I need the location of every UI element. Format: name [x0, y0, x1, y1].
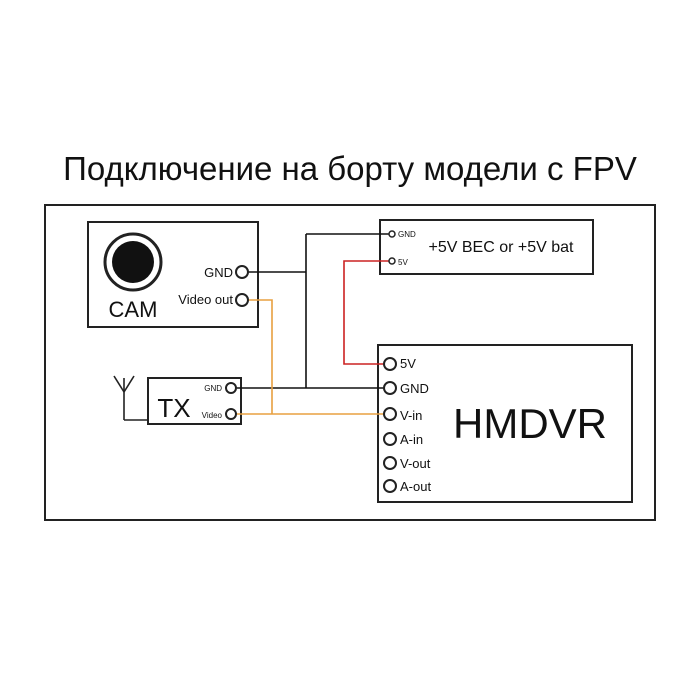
- camera-gnd-terminal: [235, 265, 249, 279]
- terminals: [225, 230, 397, 493]
- recorder-pin-label: A-in: [400, 432, 423, 447]
- recorder-pin-label: V-out: [400, 456, 431, 471]
- recorder-v-out-terminal: [383, 456, 397, 470]
- power-wires: [343, 260, 389, 365]
- power-5v-terminal: [388, 257, 396, 265]
- ground-wires: [237, 233, 389, 389]
- camera-video-out-label: Video out: [178, 292, 233, 307]
- power-gnd-terminal: [388, 230, 396, 238]
- power-label: +5V BEC or +5V bat: [429, 239, 575, 256]
- antenna-icon: [113, 375, 148, 421]
- transmitter-module: TX GND Video: [113, 375, 242, 425]
- transmitter-label: TX: [157, 393, 190, 423]
- camera-gnd-label: GND: [204, 265, 233, 280]
- board-frame: [44, 204, 656, 521]
- camera-module: CAM GND Video out: [87, 221, 259, 328]
- transmitter-gnd-label: GND: [204, 384, 222, 393]
- video-wire: [248, 299, 273, 414]
- transmitter-video-terminal: [225, 408, 237, 420]
- power-wire: [343, 260, 389, 365]
- recorder-label: HMDVR: [453, 400, 607, 447]
- recorder-gnd-terminal: [383, 381, 397, 395]
- recorder-a-in-terminal: [383, 432, 397, 446]
- transmitter-video-label: Video: [202, 411, 223, 420]
- recorder-v-in-terminal: [383, 407, 397, 421]
- recorder-a-out-terminal: [383, 479, 397, 493]
- video-wires: [237, 299, 384, 415]
- power-5v-label: 5V: [398, 258, 408, 267]
- camera-video-out-terminal: [235, 293, 249, 307]
- diagram-title: Подключение на борту модели с FPV: [63, 150, 637, 187]
- power-module: +5V BEC or +5V bat GND 5V: [379, 219, 594, 275]
- recorder-module: HMDVR 5V GND V-in A-in V-out A-out: [377, 344, 633, 503]
- recorder-pin-label: A-out: [400, 479, 431, 494]
- camera-label: CAM: [109, 297, 158, 322]
- recorder-pin-label: V-in: [400, 408, 422, 423]
- recorder-pin-label: GND: [400, 381, 429, 396]
- transmitter-gnd-terminal: [225, 382, 237, 394]
- power-gnd-label: GND: [398, 230, 416, 239]
- recorder-5v-terminal: [383, 357, 397, 371]
- recorder-pin-label: 5V: [400, 356, 416, 371]
